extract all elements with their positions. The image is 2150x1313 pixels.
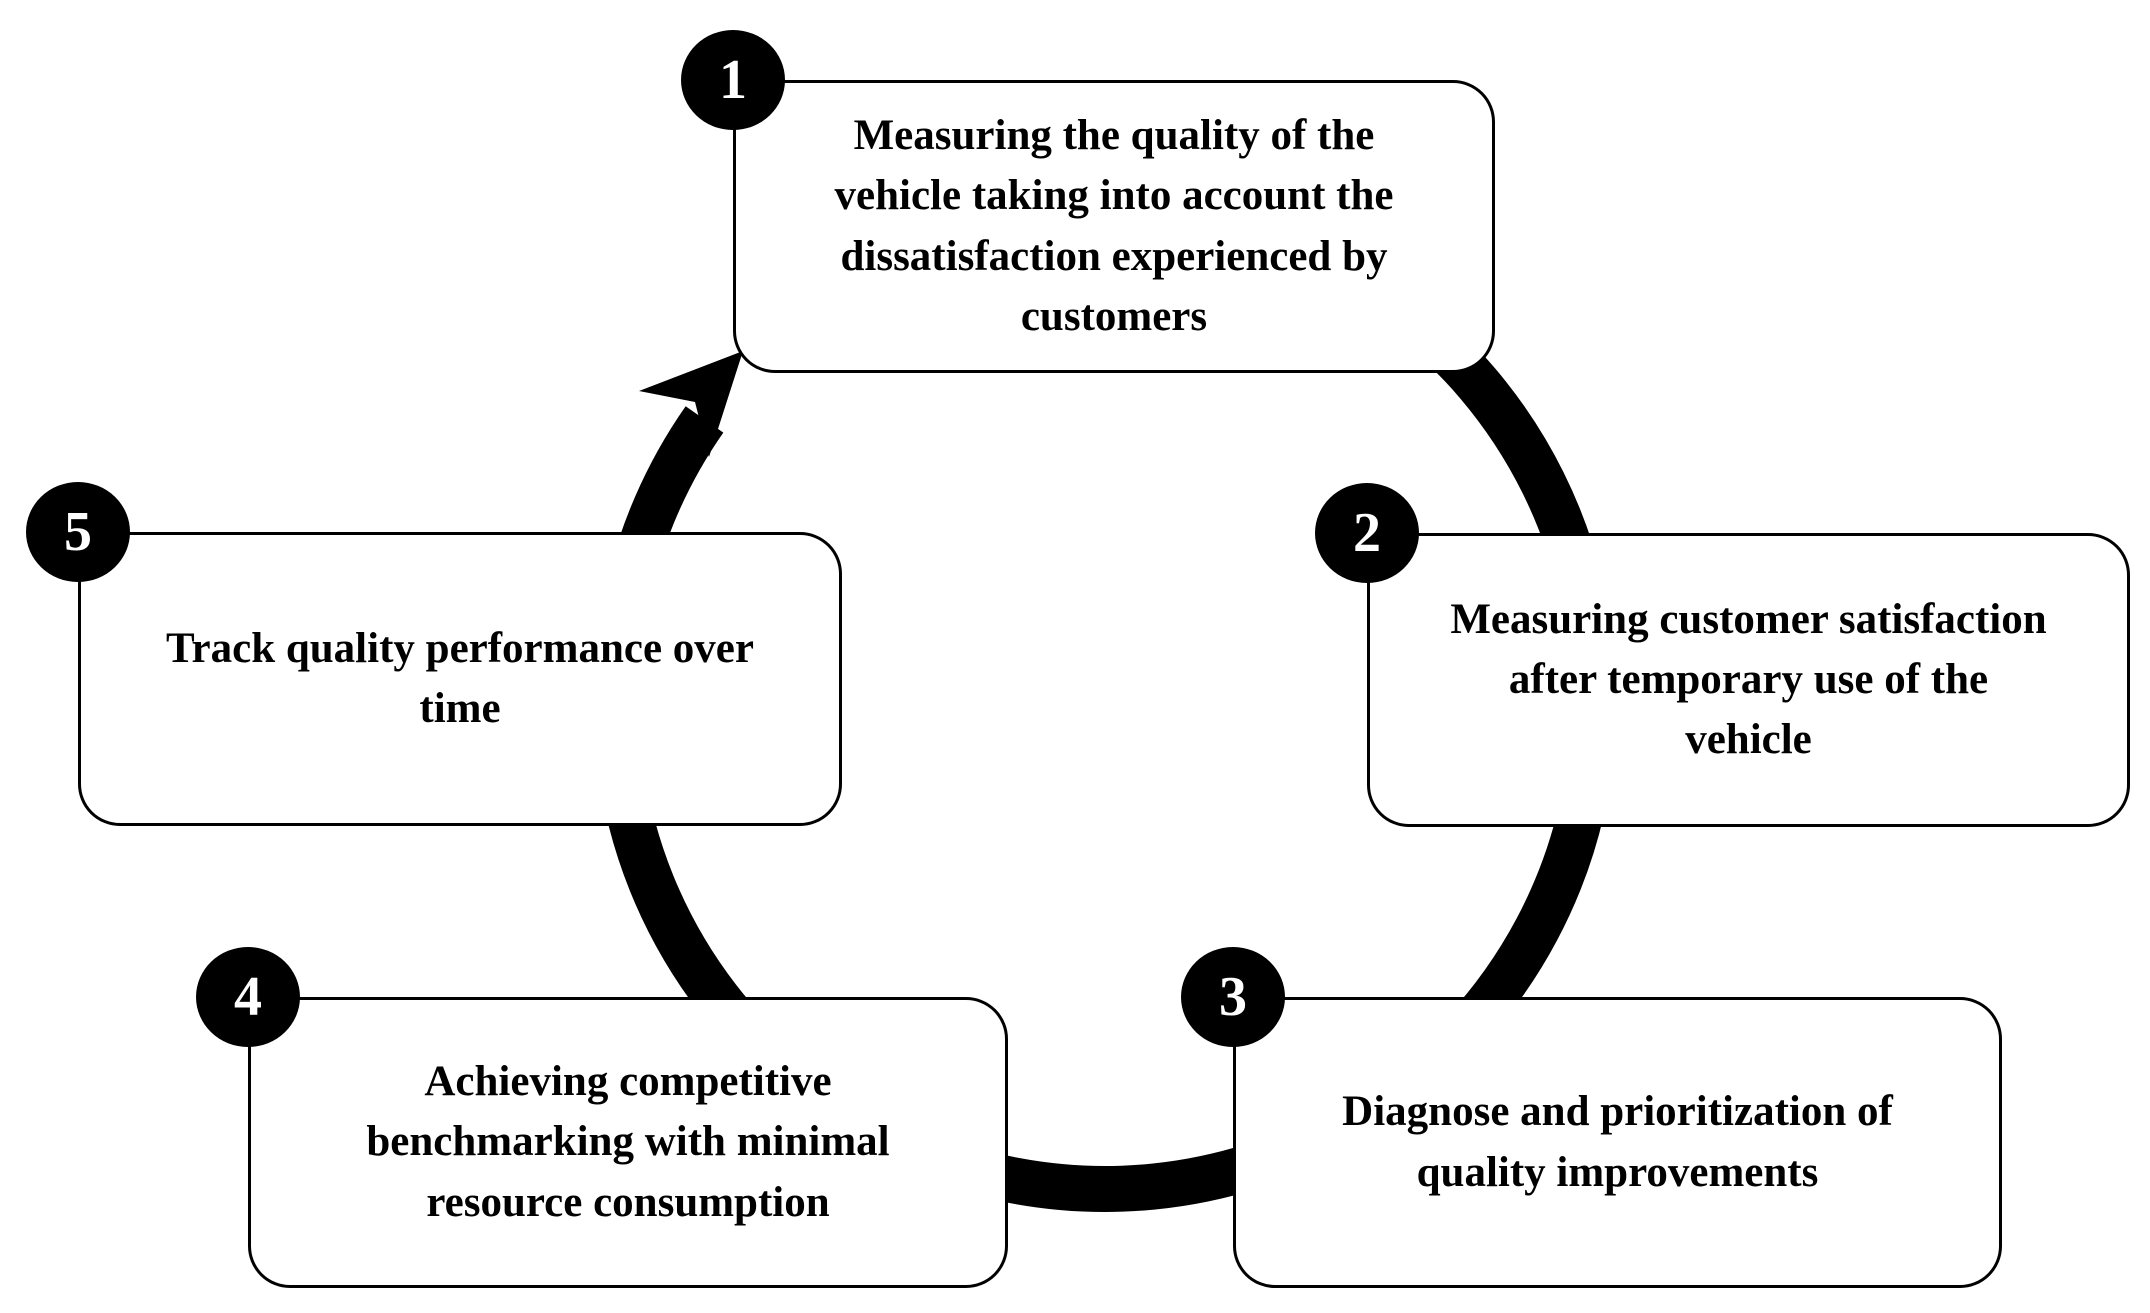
step-badge-2: 2 (1315, 483, 1419, 583)
step-4-number: 4 (234, 966, 262, 1028)
step-1-number: 1 (719, 49, 747, 111)
step-badge-3: 3 (1181, 947, 1285, 1047)
step-2-label: Measuring customer satisfaction after te… (1450, 595, 2047, 764)
step-badge-4: 4 (196, 947, 300, 1047)
step-4-label: Achieving competitive benchmarking with … (366, 1058, 890, 1226)
step-box-3: Diagnose and prioritization of quality i… (1233, 997, 2002, 1288)
step-5-number: 5 (64, 501, 92, 563)
step-2-number: 2 (1353, 502, 1381, 564)
step-3-number: 3 (1219, 966, 1247, 1028)
cycle-arrowhead-icon (639, 351, 743, 457)
step-1-label: Measuring the quality of the vehicle tak… (834, 112, 1394, 340)
step-badge-5: 5 (26, 482, 130, 582)
step-5-label: Track quality performance over time (166, 624, 754, 732)
step-box-1: Measuring the quality of the vehicle tak… (733, 80, 1495, 373)
step-box-4: Achieving competitive benchmarking with … (248, 997, 1008, 1288)
step-box-5: Track quality performance over time (78, 532, 842, 826)
step-3-label: Diagnose and prioritization of quality i… (1342, 1088, 1893, 1196)
step-badge-1: 1 (681, 30, 785, 130)
step-box-2: Measuring customer satisfaction after te… (1367, 533, 2130, 827)
